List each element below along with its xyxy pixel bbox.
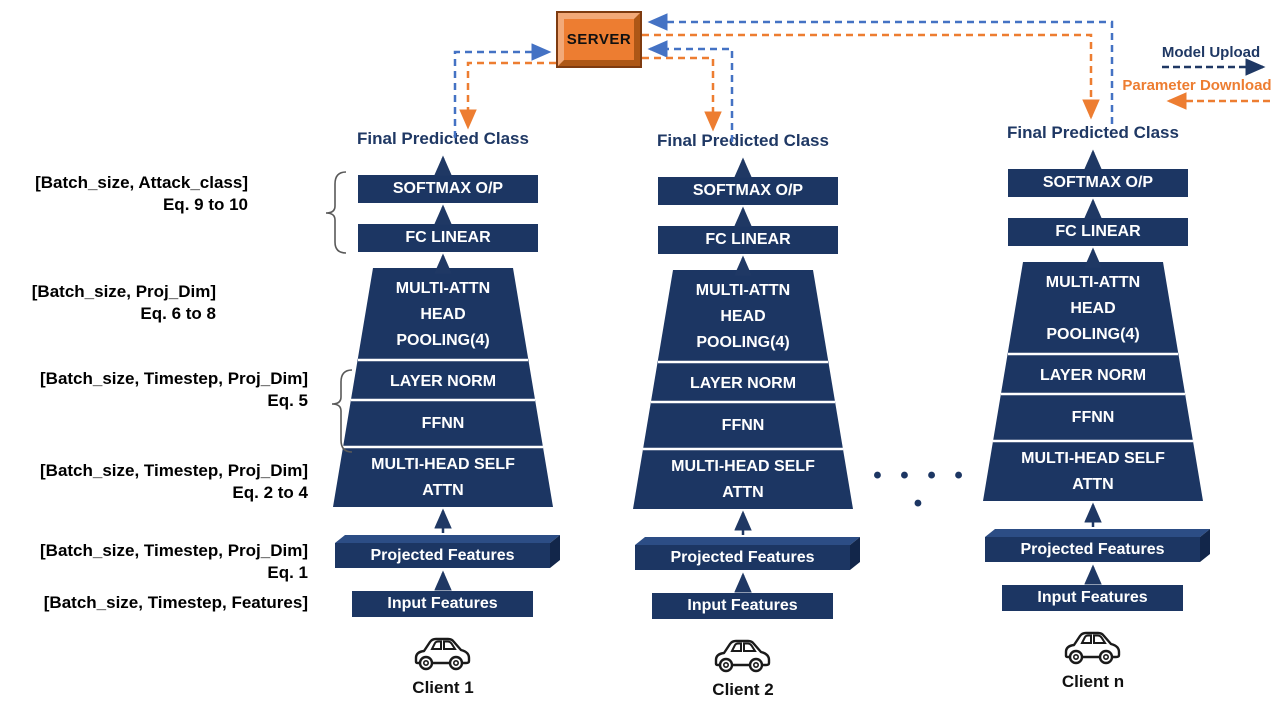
client2-download-path	[642, 56, 722, 132]
client-name-label: Client n	[1061, 672, 1125, 691]
annotation-eq: Eq. 2 to 4	[232, 483, 308, 502]
annotation-eq1: [Batch_size, Timestep, Proj_Dim] Eq. 1	[40, 540, 308, 584]
legend-model-upload: Model Upload	[1161, 44, 1261, 61]
input-features-box: Input Features	[652, 593, 833, 619]
client-1-column: Final Predicted Class SOFTMAX O/P FC LIN…	[323, 126, 563, 716]
car-icon	[714, 639, 771, 673]
client1-download-path	[459, 61, 556, 130]
final-predicted-class-label: Final Predicted Class	[1007, 123, 1179, 142]
encoder-trapezoid	[633, 270, 853, 509]
projected-features-3d-box	[335, 535, 560, 568]
layer-norm-label: LAYER NORM	[389, 373, 497, 390]
layer-norm-label: LAYER NORM	[689, 375, 797, 392]
clientn-download-path	[642, 33, 1100, 120]
annotation-eq6-8: [Batch_size, Proj_Dim] Eq. 6 to 8	[32, 281, 216, 325]
final-predicted-class-label: Final Predicted Class	[657, 131, 829, 150]
car-icon	[414, 637, 471, 671]
annotation-eq9-10: [Batch_size, Attack_class] Eq. 9 to 10	[35, 172, 248, 216]
client-name-label: Client 1	[412, 678, 474, 697]
clientn-upload-path	[647, 13, 1114, 124]
more-clients-ellipsis: • • • • •	[873, 462, 969, 517]
fc-linear-box: FC LINEAR	[658, 226, 838, 254]
encoder-trapezoid	[333, 268, 553, 507]
annotation-input-dims: [Batch_size, Timestep, Features]	[44, 592, 308, 614]
encoder-trapezoid	[983, 262, 1203, 501]
input-features-box: Input Features	[352, 591, 533, 617]
server-label: SERVER	[558, 13, 640, 66]
layer-norm-label: LAYER NORM	[1039, 367, 1147, 384]
annotation-dims: [Batch_size, Timestep, Proj_Dim]	[40, 461, 308, 480]
client-name-label: Client 2	[712, 680, 774, 699]
projected-features-label: Projected Features	[1020, 540, 1165, 558]
input-features-box: Input Features	[1002, 585, 1183, 611]
projected-features-3d-box	[635, 537, 860, 570]
fc-linear-box: FC LINEAR	[358, 224, 538, 252]
projected-features-label: Projected Features	[370, 546, 515, 564]
projected-features-label: Projected Features	[670, 548, 815, 566]
annotation-eq: Eq. 9 to 10	[162, 195, 248, 214]
client-n-column: Final Predicted Class SOFTMAX O/P FC LIN…	[973, 120, 1213, 710]
annotation-eq: Eq. 1	[267, 563, 308, 582]
ffnn-label: FFNN	[721, 417, 765, 434]
annotation-eq: Eq. 5	[267, 391, 308, 410]
ffnn-label: FFNN	[421, 415, 465, 432]
softmax-box: SOFTMAX O/P	[1008, 169, 1188, 197]
fc-linear-box: FC LINEAR	[1008, 218, 1188, 246]
projected-features-3d-box	[985, 529, 1210, 562]
annotation-dims: [Batch_size, Timestep, Proj_Dim]	[40, 541, 308, 560]
annotation-dims: [Batch_size, Timestep, Features]	[43, 593, 308, 612]
annotation-eq: Eq. 6 to 8	[140, 304, 216, 323]
server-box: SERVER	[556, 11, 642, 68]
final-predicted-class-label: Final Predicted Class	[357, 129, 529, 148]
softmax-box: SOFTMAX O/P	[358, 175, 538, 203]
annotation-dims: [Batch_size, Proj_Dim]	[31, 282, 216, 301]
car-icon	[1064, 631, 1121, 665]
legend-parameter-download: Parameter Download	[1122, 77, 1272, 94]
annotation-eq5: [Batch_size, Timestep, Proj_Dim] Eq. 5	[40, 368, 308, 412]
annotation-dims: [Batch_size, Timestep, Proj_Dim]	[40, 369, 308, 388]
annotation-eq2-4: [Batch_size, Timestep, Proj_Dim] Eq. 2 t…	[40, 460, 308, 504]
ffnn-label: FFNN	[1071, 409, 1115, 426]
client-2-column: Final Predicted Class SOFTMAX O/P FC LIN…	[623, 128, 863, 718]
softmax-box: SOFTMAX O/P	[658, 177, 838, 205]
annotation-dims: [Batch_size, Attack_class]	[35, 173, 248, 192]
